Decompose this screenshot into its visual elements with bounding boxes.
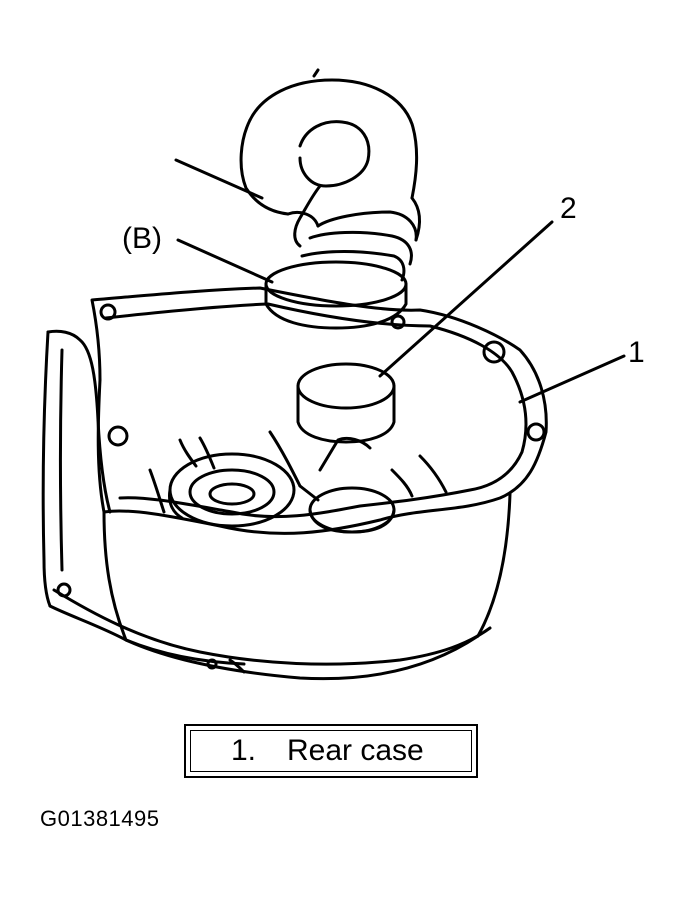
part-2-cap (296, 362, 396, 444)
callout-1: 1 (628, 336, 645, 369)
callout-b: (B) (122, 222, 162, 255)
figure-id: G01381495 (40, 806, 160, 831)
tool-b-with-hand (239, 68, 421, 330)
leader-line-1 (518, 354, 626, 404)
leader-line-top (174, 158, 264, 200)
leader-line-2 (378, 220, 554, 378)
legend-box: 1. Rear case (184, 724, 478, 778)
callout-2: 2 (560, 192, 577, 225)
leader-line-b (176, 238, 274, 284)
legend-text: Rear case (287, 734, 424, 767)
legend-inner: 1. Rear case (190, 730, 472, 772)
rear-case (41, 286, 548, 681)
legend-number: 1. (231, 734, 257, 767)
